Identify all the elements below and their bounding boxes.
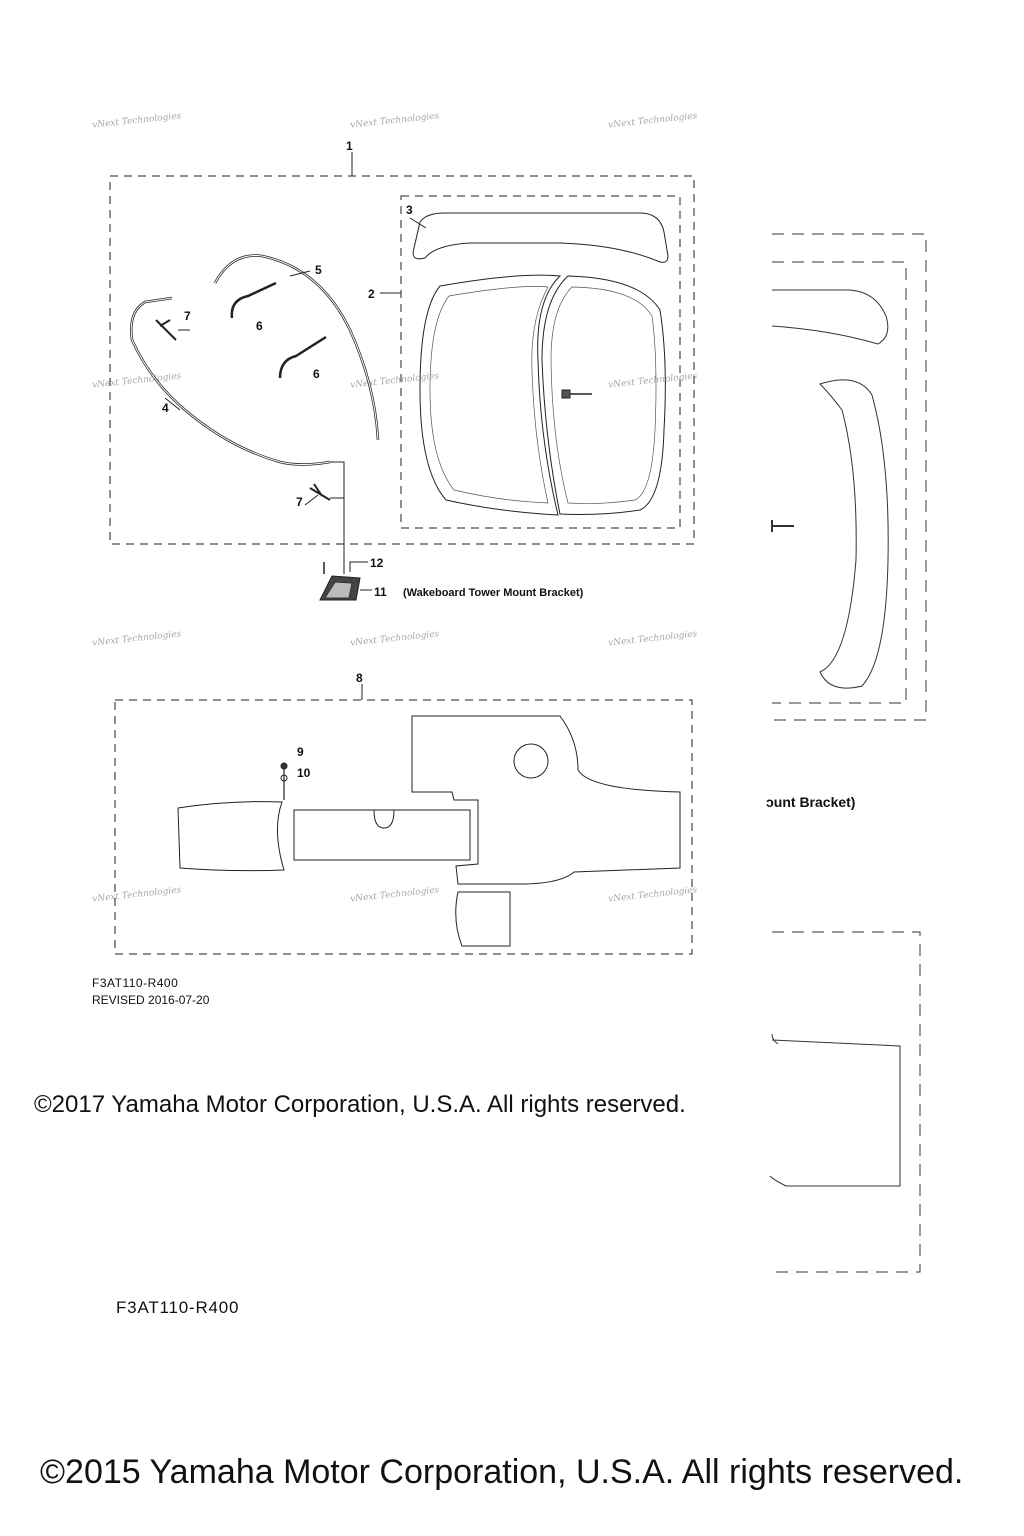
callout-2: 2 [368, 287, 375, 301]
part-8-mat-main [411, 715, 681, 885]
callout-6-upper: 6 [256, 319, 263, 333]
part-8-mat-small [455, 891, 511, 947]
callout-7-upper: 7 [184, 309, 191, 323]
part-8-mat-front [177, 801, 285, 872]
callout-7-lower: 7 [296, 495, 303, 509]
bracket-label: (Wakeboard Tower Mount Bracket) [403, 587, 584, 599]
callout-8: 8 [356, 671, 363, 685]
drawing-code-background: F3AT110-R400 [116, 1298, 240, 1317]
part-2-left-panel [419, 274, 562, 516]
callout-9: 9 [297, 745, 304, 759]
part-6-short-rail-lower [278, 335, 327, 379]
callout-12: 12 [370, 556, 384, 570]
part-10-washer [280, 774, 288, 782]
partial-bracket-label: ɔunt Bracket) [766, 794, 855, 810]
callout-5: 5 [315, 263, 322, 277]
revision-date: REVISED 2016-07-20 [92, 993, 210, 1007]
callout-3: 3 [406, 203, 413, 217]
drawing-code: F3AT110-R400 [92, 976, 179, 990]
copyright-2015: ©2015 Yamaha Motor Corporation, U.S.A. A… [40, 1453, 964, 1491]
callout-1: 1 [346, 139, 353, 153]
callout-10: 10 [297, 766, 311, 780]
part-6-short-rail-upper [230, 281, 277, 319]
part-7-fitting-upper [155, 319, 177, 341]
callout-4: 4 [162, 401, 169, 415]
part-2-right-panel [541, 275, 666, 515]
copyright-2017: ©2017 Yamaha Motor Corporation, U.S.A. A… [34, 1091, 686, 1118]
assembly-2-boundary [400, 195, 681, 529]
background-enlarged-panel [769, 233, 927, 1273]
assembly-1-boundary [109, 175, 695, 545]
part-8-mat-middle [293, 809, 471, 861]
callout-11: 11 [374, 585, 387, 599]
part-3-pad [412, 212, 669, 263]
assembly-8-boundary [114, 699, 693, 955]
part-7-fitting-lower [309, 483, 331, 501]
part-5-rail [213, 254, 380, 441]
callout-6-lower: 6 [313, 367, 320, 381]
